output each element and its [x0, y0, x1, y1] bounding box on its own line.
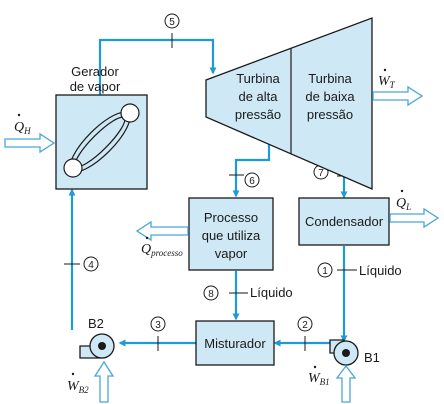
- mixer: [195, 320, 275, 366]
- process-label-line1: Processo: [204, 210, 258, 225]
- svg-text:QL: QL: [396, 196, 411, 212]
- condenser-heat-arrow: [389, 207, 440, 229]
- process-label-line2: que utiliza: [202, 228, 261, 243]
- pump-b2: [79, 333, 115, 359]
- pump-b1-label: B1: [364, 350, 380, 365]
- process-label-line3: vapor: [215, 246, 248, 261]
- condenser-heat-label: QL: [396, 189, 411, 212]
- state-4-label: 4: [88, 260, 94, 271]
- steam-generator-tubes: [63, 103, 140, 178]
- state-8-label: 8: [208, 289, 214, 300]
- pump-b2-work-arrow: [93, 360, 115, 403]
- condenser-label: Condensador: [305, 214, 384, 229]
- svg-text:WT: WT: [378, 74, 396, 90]
- turbine-hp-label-line2: de alta: [238, 89, 278, 104]
- condenser: [298, 197, 390, 246]
- turbine-work-arrow: [372, 85, 424, 107]
- state-1-label: 1: [322, 266, 328, 277]
- pump-b1: [329, 339, 359, 366]
- steam-generator-label-line2: de vapor: [70, 79, 121, 94]
- liquid-label-8: Líquido: [250, 285, 293, 300]
- turbine-lp-label-line3: pressão: [307, 107, 353, 122]
- process-heat-label: Qprocesso: [141, 236, 183, 258]
- svg-text:Qprocesso: Qprocesso: [141, 242, 183, 258]
- turbine-lp-label-line2: de baixa: [305, 89, 355, 104]
- liquid-label-1: Líquido: [359, 263, 402, 278]
- turbine-hp-label-line1: Turbina: [236, 71, 280, 86]
- mixer-label: Misturador: [204, 336, 266, 351]
- svg-text:WB2: WB2: [67, 379, 89, 395]
- pipe-state-5: [98, 38, 217, 95]
- turbine-lp-label-line1: Turbina: [308, 71, 352, 86]
- state-2-label: 2: [302, 320, 308, 331]
- svg-text:WB1: WB1: [308, 371, 330, 387]
- process-heat-arrow: [135, 220, 189, 242]
- state-5-label: 5: [169, 17, 175, 28]
- pump-b1-work-arrow: [335, 364, 357, 403]
- turbine: [205, 17, 373, 190]
- pump-b2-label: B2: [88, 316, 104, 331]
- steam-generator-label-line1: Gerador: [71, 64, 119, 79]
- turbine-work-label: WT: [378, 68, 396, 90]
- turbine-hp-label-line3: pressão: [235, 107, 281, 122]
- svg-text:QH: QH: [14, 120, 31, 136]
- state-7-label: 7: [318, 168, 324, 179]
- process-unit: [188, 197, 274, 271]
- state-6-label: 6: [249, 176, 255, 187]
- pump-b2-work-label: WB2: [67, 372, 89, 395]
- heat-in-arrow: [4, 132, 56, 154]
- pipe-state-6: [232, 143, 271, 198]
- pump-b1-work-label: WB1: [308, 365, 330, 387]
- state-3-label: 3: [155, 320, 161, 331]
- heat-in-label: QH: [14, 113, 31, 136]
